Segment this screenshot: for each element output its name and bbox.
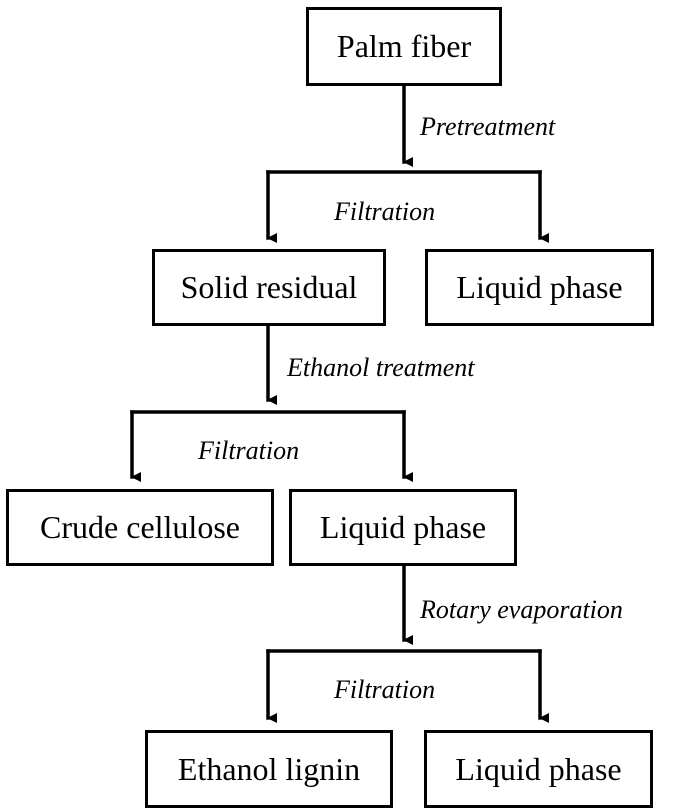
- label-rotary-evaporation: Rotary evaporation: [420, 595, 623, 624]
- node-ethanol-lignin: Ethanol lignin: [145, 730, 393, 808]
- label-filtration-3: Filtration: [334, 675, 436, 704]
- label-filtration-1: Filtration: [334, 197, 436, 226]
- node-palm-fiber: Palm fiber: [306, 7, 502, 86]
- node-solid-residual: Solid residual: [152, 249, 386, 326]
- label-filtration-2: Filtration: [198, 436, 300, 465]
- node-liquid-phase-1: Liquid phase: [425, 249, 654, 326]
- node-liquid-phase-3: Liquid phase: [424, 730, 653, 808]
- label-ethanol-treatment: Ethanol treatment: [287, 353, 475, 382]
- node-crude-cellulose: Crude cellulose: [6, 489, 274, 566]
- node-liquid-phase-2: Liquid phase: [289, 489, 517, 566]
- label-pretreatment: Pretreatment: [420, 112, 556, 141]
